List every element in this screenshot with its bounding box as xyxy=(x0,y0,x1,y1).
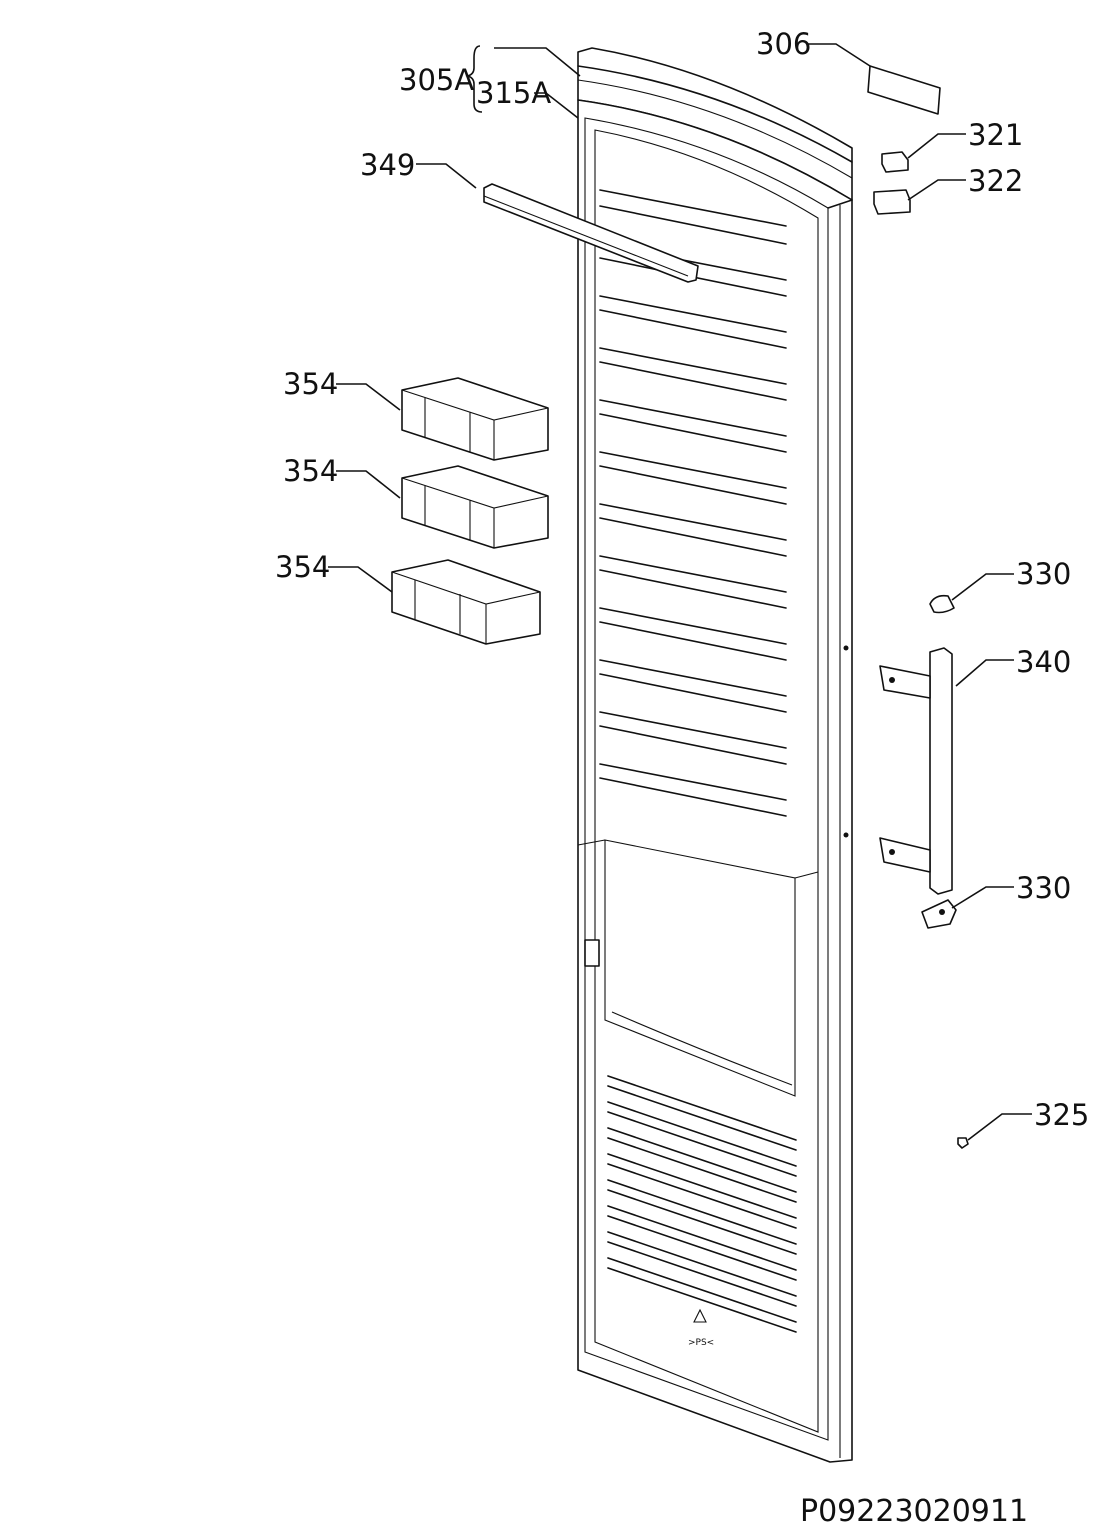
recycle-mark-text: >PS< xyxy=(688,1338,714,1348)
label-325: 325 xyxy=(1034,1098,1089,1132)
part-340-handle xyxy=(879,647,953,895)
label-354-middle: 354 xyxy=(283,454,338,488)
document-id: P09223020911 xyxy=(800,1494,1028,1529)
door-side-hinge-clip xyxy=(584,939,600,967)
label-354-top: 354 xyxy=(283,367,338,401)
part-306-plate xyxy=(867,65,941,115)
part-354-door-bin-3 xyxy=(391,559,541,645)
label-349: 349 xyxy=(360,148,415,182)
part-labels: 305A 315A 306 321 322 349 354 354 354 33… xyxy=(275,27,1089,1132)
label-330-bottom: 330 xyxy=(1016,871,1071,905)
door-lower-compartment xyxy=(577,839,819,1097)
label-305A: 305A xyxy=(399,63,474,97)
label-315A: 315A xyxy=(476,76,551,110)
door-shelf-ridges xyxy=(599,189,787,817)
door-outer-shell xyxy=(577,99,853,1463)
part-330-handle-cap-top xyxy=(929,594,955,614)
part-322-cover xyxy=(873,189,911,215)
door-lower-grooves xyxy=(607,1075,797,1333)
label-354-bottom: 354 xyxy=(275,550,330,584)
part-354-door-bin-1 xyxy=(401,377,549,461)
label-322: 322 xyxy=(968,164,1023,198)
part-349-shelf-bar xyxy=(483,183,699,283)
label-306: 306 xyxy=(756,27,811,61)
label-330-top: 330 xyxy=(1016,557,1071,591)
label-340: 340 xyxy=(1016,645,1071,679)
part-325-screw xyxy=(957,1137,969,1149)
part-321-cap xyxy=(881,151,909,173)
part-354-door-bin-2 xyxy=(401,465,549,549)
recycle-mark: >PS< xyxy=(688,1308,714,1348)
part-330-handle-cap-bottom xyxy=(921,899,957,929)
leader-lines xyxy=(328,43,1032,1141)
label-321: 321 xyxy=(968,118,1023,152)
door-assembly: >PS< xyxy=(577,47,853,1463)
